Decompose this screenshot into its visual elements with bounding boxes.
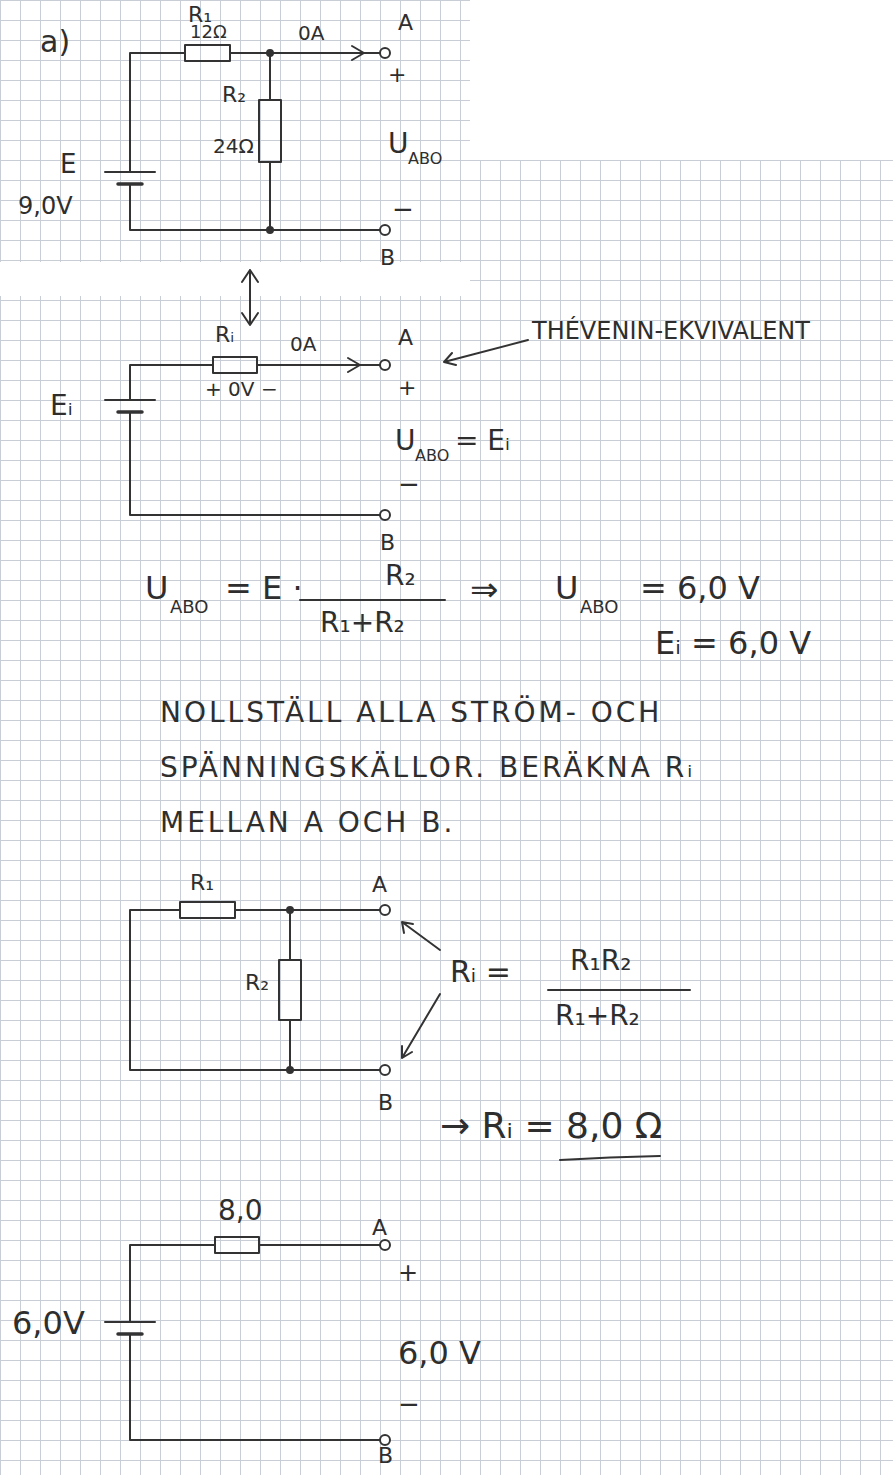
instruction-note: NOLLSTÄLL ALLA STRÖM- OCH SPÄNNINGSKÄLLO… [160, 685, 750, 850]
fraction-bar [548, 989, 690, 991]
circuit-label: B [378, 1443, 393, 1468]
resistor-symbol [279, 960, 301, 1020]
terminal [380, 510, 390, 520]
circuit-label: 9,0V [18, 193, 73, 221]
circuit-label: − [398, 470, 420, 500]
circuit-label: ABO [580, 597, 619, 618]
resistor-symbol [215, 1237, 259, 1253]
circuit-label: 0A [290, 333, 316, 356]
junction-dot [267, 50, 273, 56]
leader-line [402, 922, 440, 950]
circuit-label: R₂ [385, 560, 416, 592]
circuit-label: − [398, 1390, 420, 1420]
resistor-symbol [213, 357, 257, 373]
circuit-label: 8,0 [218, 1195, 263, 1227]
circuit-label: U [555, 570, 578, 607]
resistor-symbol [185, 45, 230, 61]
junction-dot [267, 227, 273, 233]
junction-dot [287, 907, 293, 913]
wire [130, 910, 380, 1070]
circuit-label: U [395, 425, 416, 457]
circuit-label: R₂ [222, 82, 246, 107]
circuit-label: a) [40, 25, 70, 60]
circuit-label: = 6,0 V [640, 570, 760, 607]
circuit-label: R₁+R₂ [320, 607, 405, 639]
paper-blank [0, 262, 470, 296]
circuit-label: + [398, 375, 416, 400]
terminal [380, 1240, 390, 1250]
circuit-label: A [372, 1215, 387, 1240]
terminal [380, 225, 390, 235]
circuit-label: ⇒ [470, 570, 499, 609]
circuit-label: ABO [415, 447, 449, 465]
terminal [380, 360, 390, 370]
circuit-label: U [388, 128, 409, 160]
junction-dot [287, 1067, 293, 1073]
circuit-label: 12Ω [190, 22, 227, 43]
current-arrow [352, 46, 364, 60]
circuit-label: R₁+R₂ [555, 1000, 640, 1032]
equivalence-arrow [242, 270, 258, 325]
circuit-label: + [388, 62, 406, 87]
circuit-label: A [398, 325, 413, 350]
circuit-label: − [392, 195, 414, 225]
wire [130, 1245, 380, 1440]
circuit-label: Eᵢ [50, 390, 73, 422]
circuit-label: 6,0 V [398, 1335, 481, 1372]
leader-line [402, 994, 440, 1058]
wire [130, 53, 380, 230]
circuit-label: = Eᵢ [455, 425, 510, 457]
circuit-label: + [398, 1260, 418, 1288]
paper-blank [470, 0, 893, 160]
circuit-label: R₂ [245, 970, 269, 995]
circuit-label: R₁ [190, 870, 214, 895]
circuit-label: U [145, 570, 168, 607]
circuit-label: Rᵢ = [450, 955, 511, 990]
circuit-label: 0A [298, 22, 324, 45]
battery-symbol [105, 399, 155, 401]
circuit-label: 24Ω [213, 135, 254, 158]
circuit-label: B [378, 1090, 393, 1115]
circuit-label: Eᵢ = 6,0 V [655, 625, 811, 662]
circuit-label: E [60, 150, 76, 180]
wire [130, 365, 380, 515]
circuit-label: ABO [408, 150, 442, 168]
resistor-symbol [259, 100, 281, 162]
circuit-label: A [398, 10, 413, 35]
circuit-label: + 0V − [205, 378, 278, 401]
underline [560, 1156, 660, 1160]
circuit-label: B [380, 530, 395, 555]
current-arrow [348, 358, 360, 372]
battery-symbol [105, 1321, 155, 1323]
circuit-label: R₁R₂ [570, 945, 631, 977]
terminal [380, 905, 390, 915]
circuit-label: A [372, 872, 387, 897]
resistor-symbol [180, 902, 235, 918]
battery-symbol [118, 1332, 142, 1336]
fraction-bar [300, 599, 445, 601]
terminal [380, 1065, 390, 1075]
circuit-label: THÉVENIN-EKVIVALENT [532, 318, 810, 346]
circuit-label: 6,0V [12, 1305, 85, 1342]
battery-symbol [118, 182, 142, 186]
circuit-label: Rᵢ [215, 322, 234, 347]
circuit-label: B [380, 245, 395, 270]
battery-symbol [105, 171, 155, 173]
leader-line [444, 340, 528, 365]
terminal [380, 48, 390, 58]
circuit-label: ABO [170, 597, 209, 618]
circuit-label: = E · [225, 570, 303, 607]
circuit-label: → Rᵢ = 8,0 Ω [440, 1105, 662, 1146]
battery-symbol [118, 410, 142, 414]
